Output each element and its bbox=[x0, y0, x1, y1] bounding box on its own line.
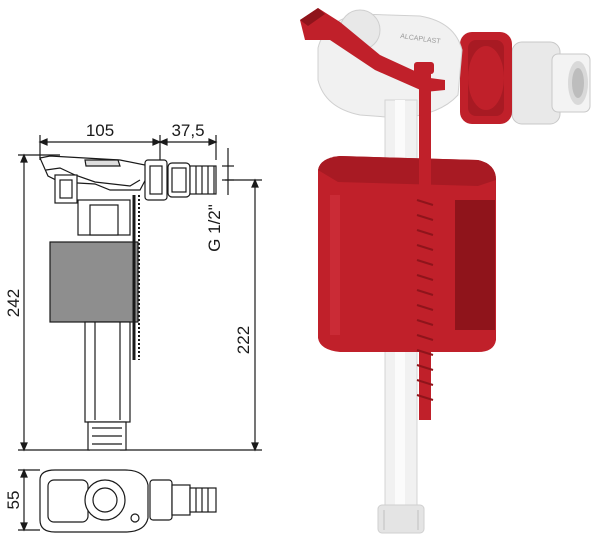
front-view-drawing bbox=[18, 135, 262, 452]
dim-label-105: 105 bbox=[86, 121, 114, 140]
dim-label-55: 55 bbox=[4, 491, 23, 510]
red-nut bbox=[460, 32, 512, 124]
float-cup bbox=[318, 156, 496, 352]
threaded-connector bbox=[511, 41, 591, 125]
red-lever bbox=[300, 8, 445, 92]
float-cup-drawing bbox=[49, 241, 139, 323]
product-render: ALCAPLAST bbox=[300, 8, 591, 534]
dim-label-222: 222 bbox=[234, 326, 253, 354]
dim-label-37-5: 37,5 bbox=[171, 121, 204, 140]
bottom-view-drawing bbox=[18, 468, 217, 533]
dim-label-242: 242 bbox=[4, 289, 23, 317]
dim-label-thread: G 1/2" bbox=[205, 204, 224, 252]
threaded-rod bbox=[414, 62, 434, 420]
